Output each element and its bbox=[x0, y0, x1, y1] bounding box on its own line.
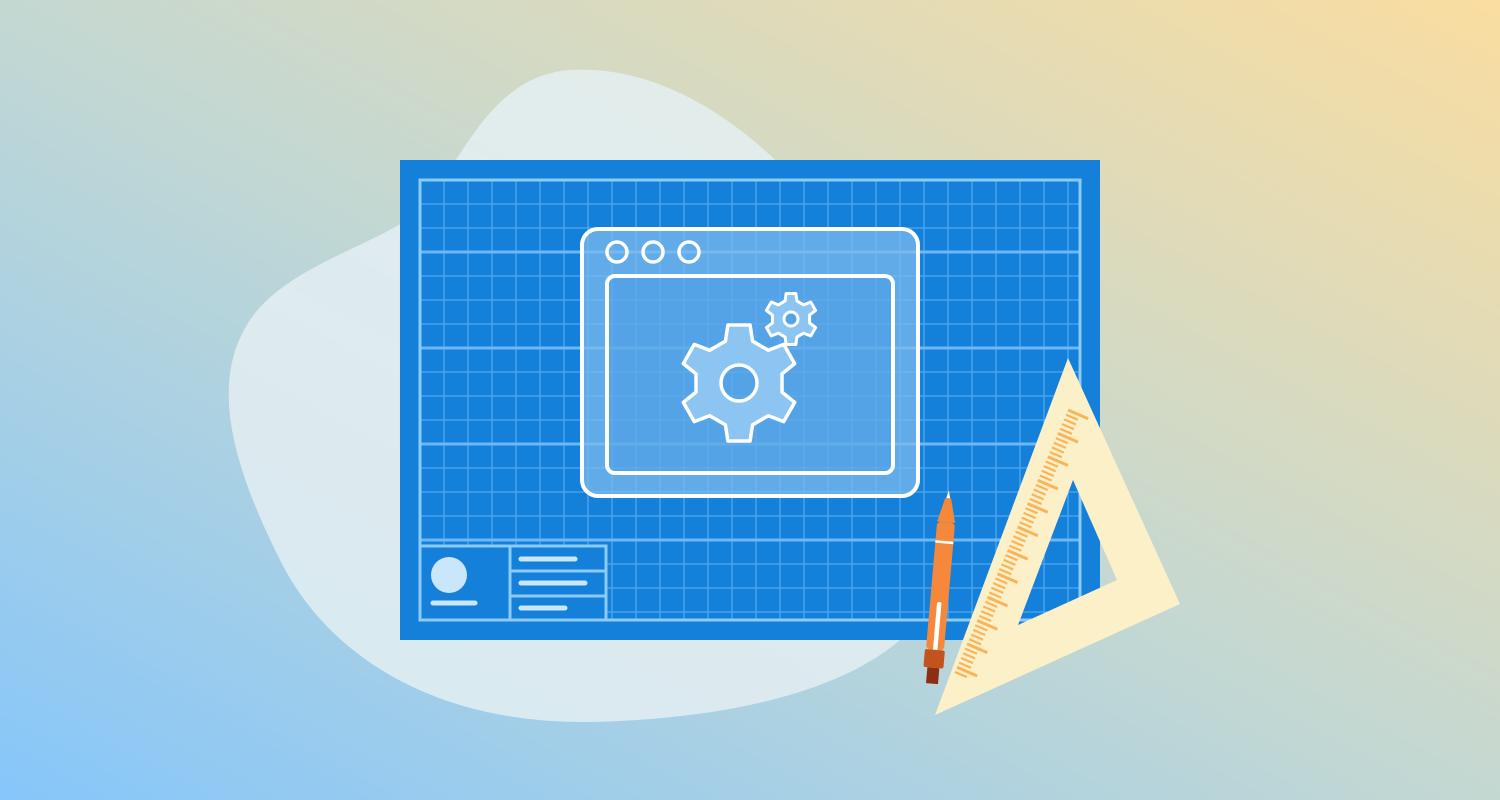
ruler-tick-minor bbox=[1031, 493, 1045, 501]
ruler-tick-minor bbox=[1039, 474, 1053, 482]
ruler-tick-major bbox=[1006, 549, 1029, 561]
ruler-tick-major bbox=[1027, 502, 1049, 514]
ruler-tick-minor bbox=[1025, 507, 1039, 515]
ruler-tick-major bbox=[1047, 455, 1069, 467]
window-dot-1 bbox=[605, 240, 629, 264]
window-dot-2 bbox=[641, 240, 665, 264]
ruler-tick-minor bbox=[1000, 563, 1014, 571]
ruler-tick-minor bbox=[962, 652, 976, 660]
ruler-tick-minor bbox=[980, 610, 994, 618]
ruler-tick-minor bbox=[1051, 446, 1065, 454]
ruler-tick-minor bbox=[998, 568, 1012, 576]
ruler-tick-minor bbox=[1041, 469, 1055, 478]
ruler-tick-minor bbox=[1033, 488, 1047, 496]
pen-clip bbox=[932, 601, 942, 662]
ruler-tick-major bbox=[1017, 525, 1039, 538]
ruler-tick-minor bbox=[1053, 441, 1067, 449]
avatar-icon bbox=[431, 557, 467, 593]
ruler-tick-minor bbox=[1029, 497, 1043, 506]
ruler-tick-minor bbox=[1013, 535, 1026, 543]
ruler-tick-minor bbox=[988, 591, 1002, 599]
ruler-tick-minor bbox=[954, 670, 968, 679]
ruler-tick-minor bbox=[960, 656, 974, 665]
ruler-tick-major bbox=[986, 595, 1009, 608]
ruler-tick-minor bbox=[974, 624, 988, 632]
pen bbox=[923, 490, 956, 685]
ruler-tick-minor bbox=[978, 614, 992, 623]
ruler-tick-major bbox=[966, 642, 988, 654]
window-dot-3 bbox=[677, 240, 701, 264]
ruler-tick-minor bbox=[984, 600, 998, 609]
ruler-tick-minor bbox=[1061, 422, 1075, 431]
ruler-tick-minor bbox=[1055, 437, 1069, 445]
set-square-ruler-ticks bbox=[954, 408, 1089, 679]
ruler-tick-major bbox=[976, 619, 998, 631]
ruler-tick-minor bbox=[1004, 553, 1018, 562]
ruler-tick-minor bbox=[1045, 460, 1059, 468]
ruler-tick-minor bbox=[1049, 451, 1063, 459]
ruler-tick-minor bbox=[1021, 516, 1034, 524]
pen-tip bbox=[926, 667, 940, 685]
ruler-tick-minor bbox=[1023, 511, 1036, 520]
title-block bbox=[418, 544, 608, 622]
pen-collar bbox=[923, 649, 945, 669]
ruler-tick-minor bbox=[1019, 521, 1032, 529]
ruler-tick-minor bbox=[1011, 539, 1024, 548]
ruler-tick-major bbox=[1057, 432, 1079, 444]
large-gear-icon bbox=[681, 323, 797, 443]
pen-point bbox=[946, 490, 951, 499]
ruler-tick-minor bbox=[990, 586, 1004, 594]
ruler-tick-major bbox=[956, 665, 978, 678]
ruler-tick-minor bbox=[972, 628, 986, 637]
ruler-tick-minor bbox=[982, 605, 996, 613]
ruler-tick-minor bbox=[1063, 418, 1077, 426]
small-gear-icon bbox=[764, 292, 818, 346]
ruler-tick-minor bbox=[1065, 413, 1079, 421]
pen-ring bbox=[935, 540, 954, 545]
ruler-tick-minor bbox=[994, 577, 1008, 585]
ruler-tick-major bbox=[1037, 478, 1059, 491]
set-square-body bbox=[935, 358, 1180, 715]
ruler-tick-minor bbox=[1002, 558, 1016, 566]
pen-cone bbox=[937, 498, 956, 524]
ruler-tick-minor bbox=[964, 647, 978, 655]
pen-body bbox=[926, 521, 955, 651]
ruler-tick-major bbox=[1067, 408, 1089, 421]
app-window-sketch bbox=[580, 227, 920, 498]
ruler-tick-minor bbox=[958, 661, 972, 669]
ruler-tick-minor bbox=[1015, 530, 1028, 538]
blueprint-sheet bbox=[400, 160, 1100, 640]
ruler-tick-minor bbox=[1035, 483, 1049, 492]
ruler-tick-minor bbox=[970, 633, 984, 641]
app-window-content bbox=[605, 274, 895, 475]
ruler-tick-minor bbox=[968, 638, 982, 646]
ruler-tick-minor bbox=[1043, 465, 1057, 473]
ruler-tick-minor bbox=[1059, 427, 1073, 435]
ruler-tick-minor bbox=[992, 582, 1006, 590]
ruler-tick-minor bbox=[1009, 544, 1022, 552]
set-square bbox=[935, 358, 1180, 715]
ruler-tick-major bbox=[996, 572, 1019, 584]
